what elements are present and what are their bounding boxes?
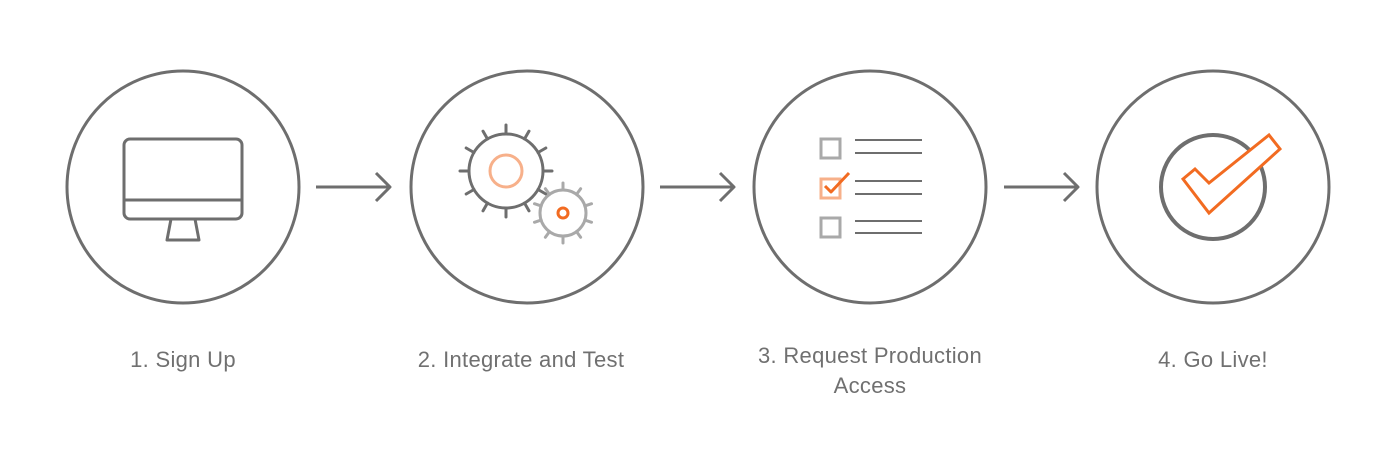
arrow-right-icon (314, 170, 394, 204)
step-label: 4. Go Live! (1158, 347, 1268, 372)
step-1-circle (65, 69, 301, 305)
step-label: 3. Request Production Access (758, 343, 982, 398)
arrow-right-icon (658, 170, 738, 204)
step-label: 1. Sign Up (130, 347, 236, 372)
checkmark-icon (1095, 69, 1331, 305)
gears-icon (409, 69, 645, 305)
checklist-icon (752, 69, 988, 305)
step-2-circle (409, 69, 645, 305)
monitor-icon (65, 69, 301, 305)
arrow-right-icon (1002, 170, 1082, 204)
step-label: 2. Integrate and Test (417, 347, 625, 372)
step-4-circle (1095, 69, 1331, 305)
step-3-circle (752, 69, 988, 305)
